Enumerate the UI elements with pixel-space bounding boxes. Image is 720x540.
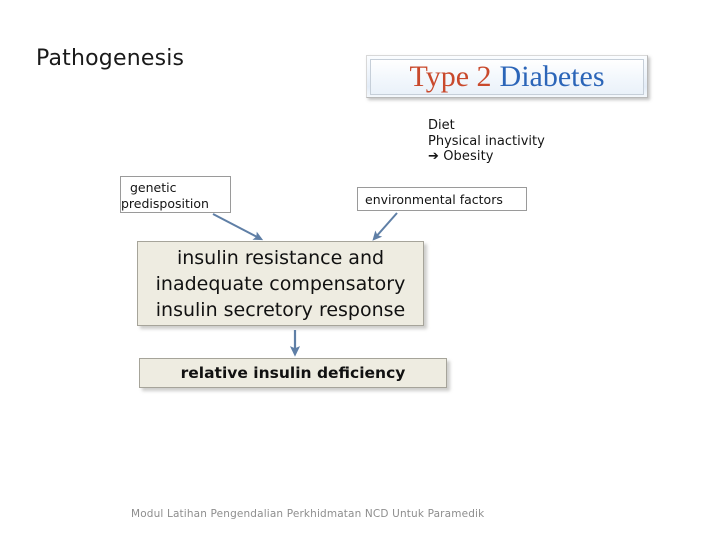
risk-factor-list: Diet Physical inactivity ➔ Obesity — [428, 118, 545, 165]
diabetes-title-banner: Type 2 Diabetes — [366, 55, 648, 98]
node-environmental-factors: environmental factors — [357, 187, 527, 211]
node-relative-insulin-deficiency-label: relative insulin deficiency — [180, 364, 406, 382]
diabetes-title-banner-inner: Type 2 Diabetes — [370, 58, 644, 95]
risk-factor-diet: Diet — [428, 118, 455, 133]
slide-footer-note: Modul Latihan Pengendalian Perkhidmatan … — [131, 508, 485, 520]
insulin-resistance-line-1: insulin resistance and — [176, 246, 385, 269]
genetic-line-2: predisposition — [121, 195, 209, 211]
node-genetic-predisposition-label: genetic predisposition — [121, 180, 209, 211]
node-insulin-resistance-label: insulin resistance and inadequate compen… — [156, 245, 406, 323]
node-environmental-factors-label: environmental factors — [365, 191, 503, 207]
risk-factor-obesity: ➔ Obesity — [428, 149, 494, 164]
node-genetic-predisposition: genetic predisposition — [120, 176, 231, 213]
node-insulin-resistance: insulin resistance and inadequate compen… — [137, 241, 424, 326]
banner-text-type2: Type 2 — [409, 59, 492, 93]
arrow-genetic-to-insulin-resistance — [212, 213, 264, 241]
arrow-environmental-to-insulin-resistance — [372, 212, 398, 241]
insulin-resistance-line-2: inadequate compensatory — [155, 272, 406, 295]
banner-text-diabetes: Diabetes — [499, 59, 605, 93]
node-relative-insulin-deficiency: relative insulin deficiency — [139, 358, 447, 388]
insulin-resistance-line-3: insulin secretory response — [155, 298, 406, 321]
genetic-line-1: genetic — [130, 180, 177, 195]
page-title: Pathogenesis — [36, 46, 185, 71]
risk-factor-physical-inactivity: Physical inactivity — [428, 133, 545, 149]
